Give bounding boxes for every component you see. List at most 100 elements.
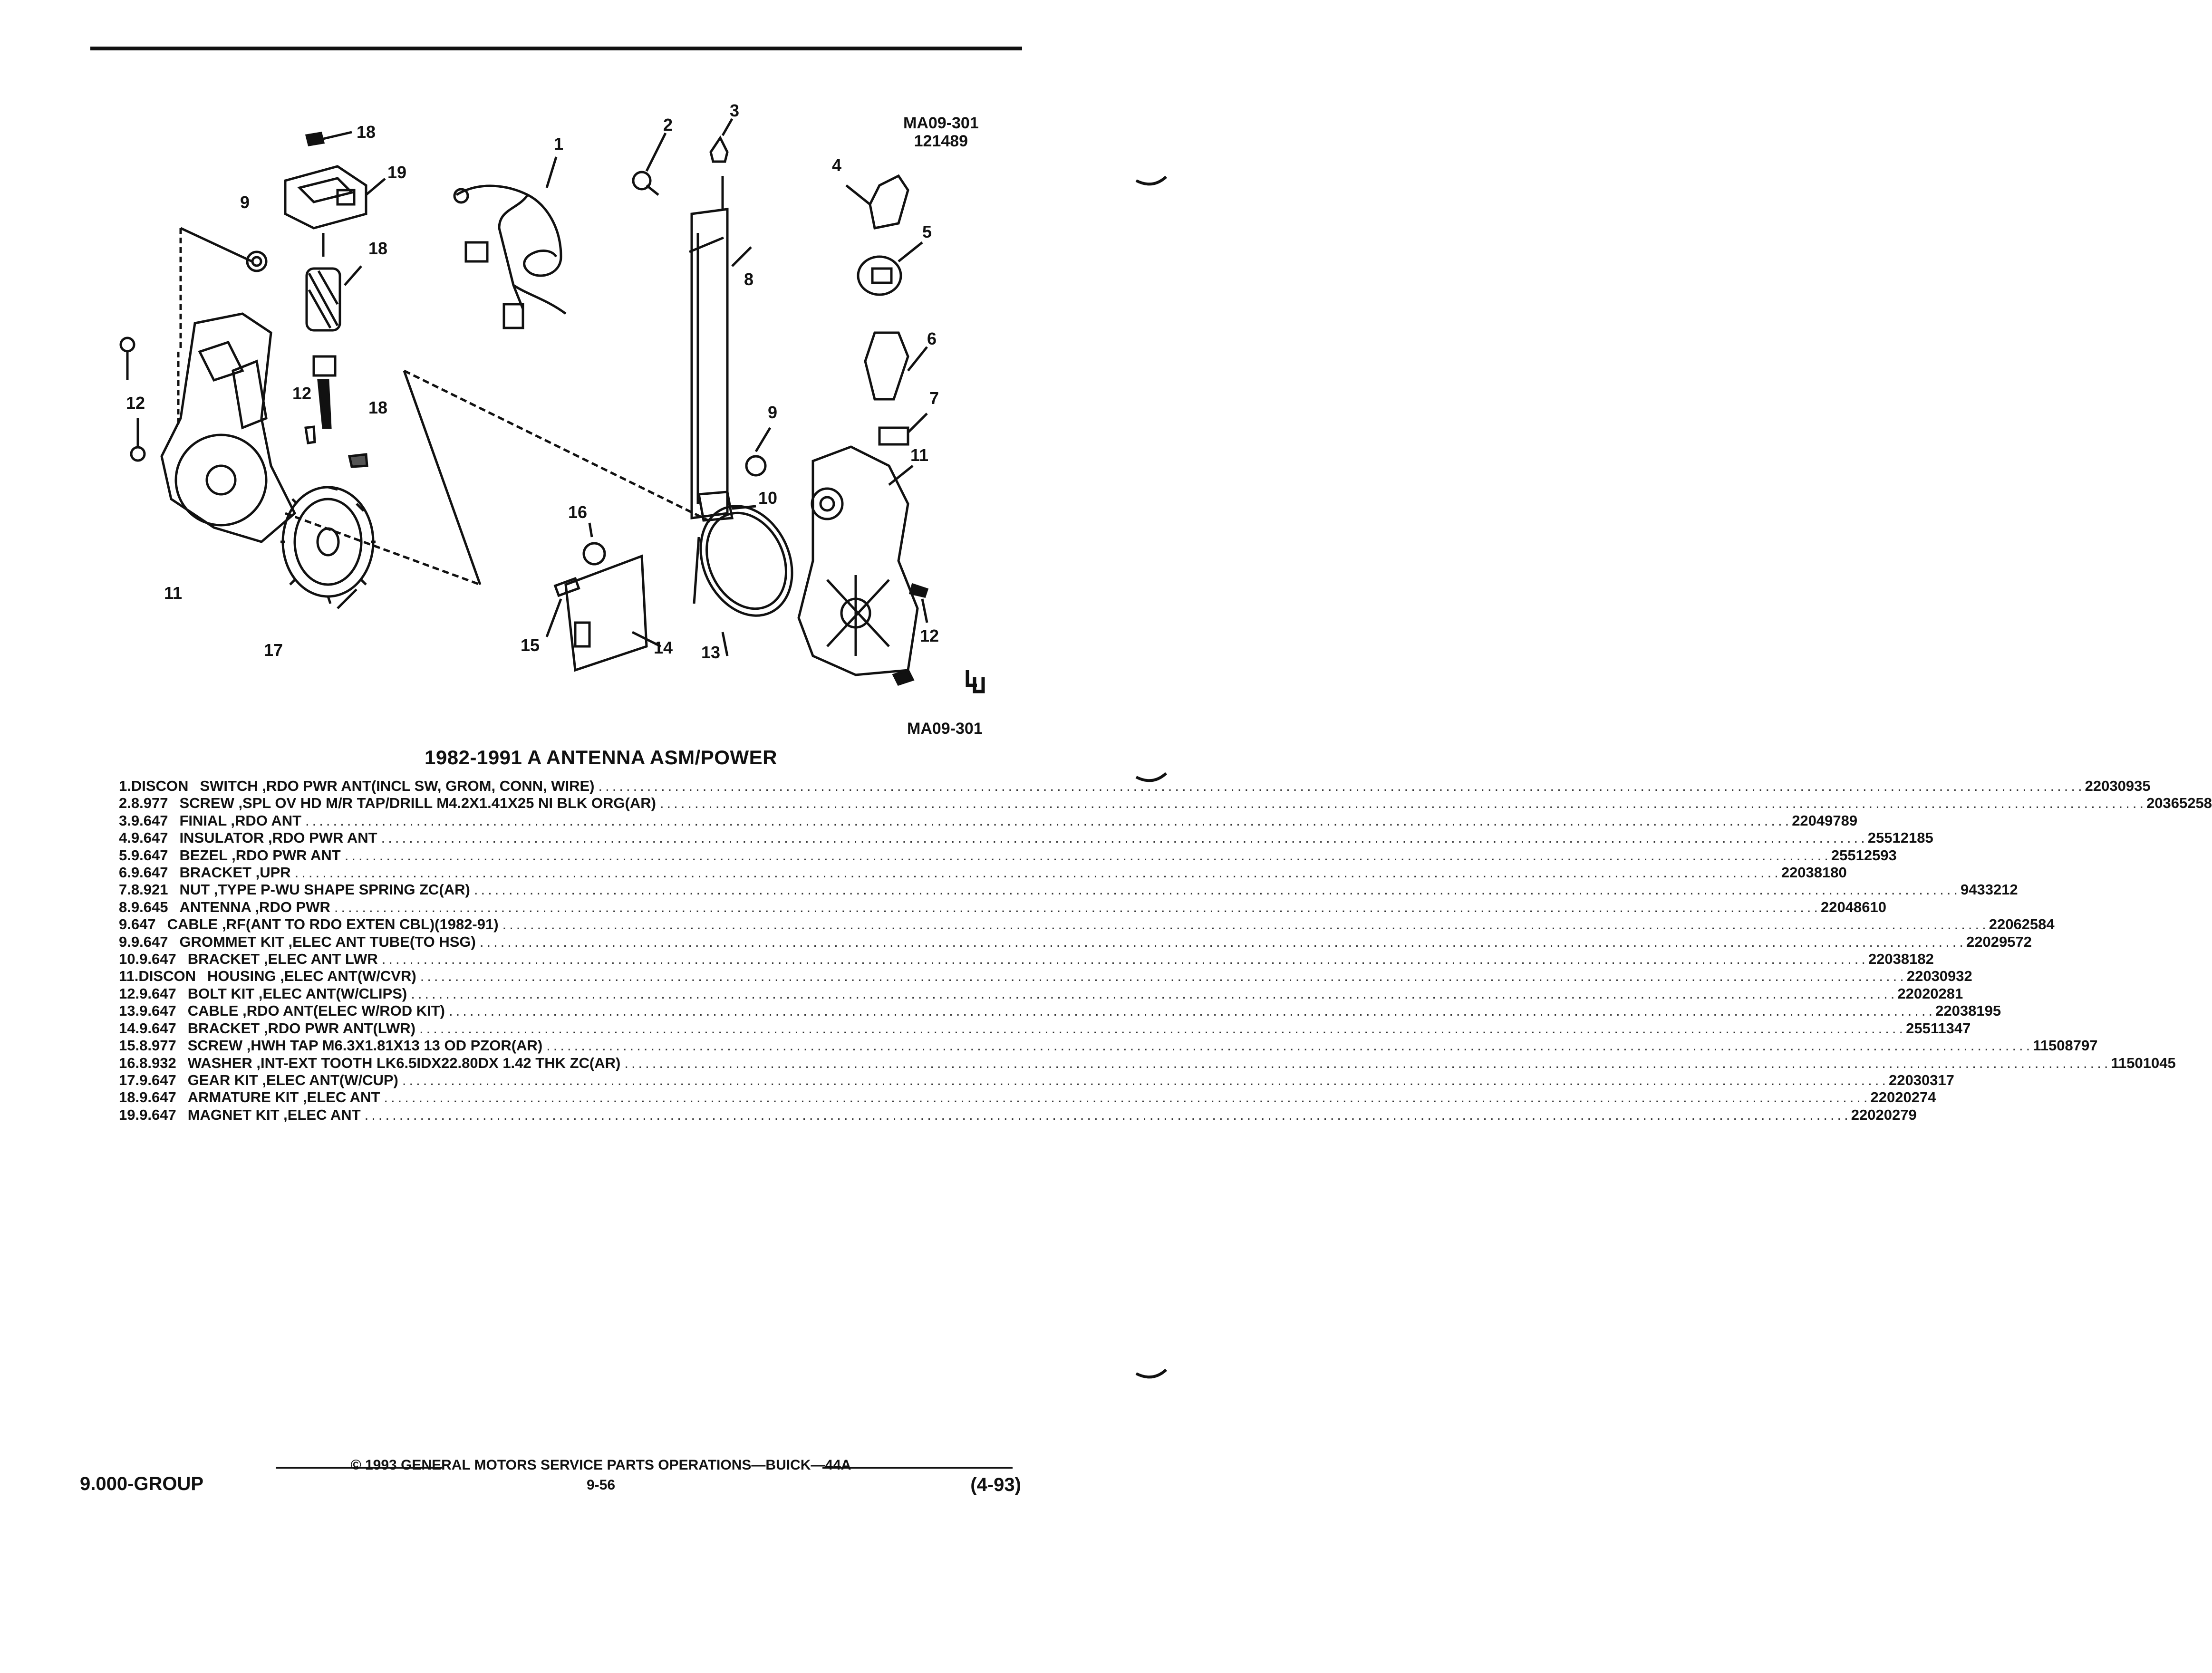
callout-label: 12 [126, 393, 145, 413]
callout-label: 19 [387, 163, 406, 182]
part-description: FINIAL ,RDO ANT [179, 812, 302, 829]
finial-part [709, 135, 729, 163]
leader-dots [546, 1037, 2033, 1054]
gm-logo-mark [966, 670, 985, 693]
part-description: MAGNET KIT ,ELEC ANT [187, 1106, 361, 1123]
group-number: 8.977 [139, 1037, 176, 1054]
item-number: 12. [119, 985, 140, 1002]
item-number: 8. [119, 898, 131, 915]
item-number: 17. [119, 1071, 140, 1088]
leader-dots [474, 881, 1961, 898]
callout-label: 10 [758, 488, 777, 508]
bolt-clip-part [130, 446, 146, 462]
item-number: 7. [119, 881, 131, 898]
callout-labels: 18 19 9 18 12 12 11 17 12 18 1 2 3 16 15… [126, 101, 939, 662]
magnet-part [284, 165, 367, 230]
item-number: 19. [119, 1106, 140, 1123]
leader-dots [381, 829, 1868, 846]
item-number: 16. [119, 1054, 140, 1071]
part-description: HOUSING ,ELEC ANT(W/CVR) [207, 968, 416, 985]
part-number: 22020274 [1870, 1089, 1936, 1106]
part-description: ARMATURE KIT ,ELEC ANT [187, 1089, 380, 1106]
leader-dots [411, 985, 1897, 1002]
callout-label: 9 [240, 192, 250, 212]
parts-list-title: 1982-1991 A ANTENNA ASM/POWER [425, 746, 777, 769]
grommet-part [246, 250, 268, 272]
group-number: 9.647 [139, 951, 176, 968]
bolt-clip-part [119, 337, 135, 353]
group-number: 9.647 [139, 1089, 176, 1106]
part-number: 9433212 [1960, 881, 2018, 898]
antenna-housing-right [797, 445, 919, 676]
leader-dots [449, 1002, 1935, 1019]
leader-dots [345, 847, 1831, 864]
leader-dots [660, 795, 2146, 812]
footer-rule-right [822, 1467, 1013, 1469]
antenna-mast-part [689, 176, 729, 519]
part-number: 11508797 [2033, 1037, 2098, 1054]
part-number: 25512593 [1831, 846, 1897, 864]
part-description: SCREW ,HWH TAP M6.3X1.81X13 13 OD PZOR(A… [187, 1037, 543, 1054]
leader-dots [420, 968, 1907, 985]
footer-rule-left [276, 1467, 442, 1469]
callout-label: 16 [568, 502, 587, 522]
callout-label: 12 [292, 384, 311, 403]
part-description: SCREW ,SPL OV HD M/R TAP/DRILL M4.2X1.41… [179, 795, 656, 812]
callout-label: 18 [368, 239, 387, 258]
item-number: 9. [119, 933, 131, 950]
part-number: 25511347 [1906, 1019, 1971, 1037]
part-number: 22038180 [1781, 864, 1847, 881]
cable-coil-part [693, 505, 793, 617]
group-number: 9.647 [131, 933, 168, 950]
callout-label: 7 [929, 388, 939, 408]
part-number: 22029572 [1966, 933, 2032, 950]
washer-part [582, 542, 606, 566]
spring-nut-part [878, 426, 909, 446]
callout-label: 11 [164, 583, 182, 603]
figure-id: MA09-301 [903, 114, 979, 132]
callout-label: 14 [654, 638, 673, 657]
group-number: 9.647 [139, 1002, 176, 1019]
part-number: 22030317 [1889, 1071, 1954, 1088]
page-number: 9-56 [586, 1477, 616, 1493]
part-description: NUT ,TYPE P-WU SHAPE SPRING ZC(AR) [179, 881, 470, 898]
part-number: 11501045 [2111, 1054, 2176, 1071]
brush-holder-part [348, 453, 368, 468]
group-number: 8.921 [131, 881, 168, 898]
brush-part [304, 425, 316, 444]
item-number: 2. [119, 795, 131, 812]
part-number: 22038182 [1868, 951, 1934, 968]
callout-label: 18 [357, 122, 376, 142]
margin-binding-mark [1135, 1368, 1168, 1379]
margin-binding-mark [1135, 175, 1168, 186]
leader-dots [334, 899, 1821, 916]
group-number: DISCON [131, 778, 189, 794]
leader-dots [419, 1020, 1906, 1037]
callout-label: 8 [744, 269, 753, 289]
housing-bolt-part [892, 668, 915, 686]
item-number: 18. [119, 1089, 140, 1106]
parts-list-row: 18.9.647 ARMATURE KIT ,ELEC ANT 22020274 [119, 1089, 1936, 1106]
callout-label: 15 [521, 635, 540, 655]
group-number: 9.647 [139, 985, 176, 1002]
margin-binding-mark [1135, 772, 1168, 782]
group-number: 8.977 [131, 795, 168, 812]
part-number: 22020281 [1897, 985, 1963, 1002]
group-number: 8.932 [139, 1054, 176, 1071]
callout-label: 3 [730, 101, 739, 120]
item-number: 14. [119, 1019, 140, 1037]
part-description: BRACKET ,ELEC ANT LWR [187, 951, 378, 968]
leader-dots [480, 933, 1966, 951]
item-number: 1. [119, 778, 131, 794]
